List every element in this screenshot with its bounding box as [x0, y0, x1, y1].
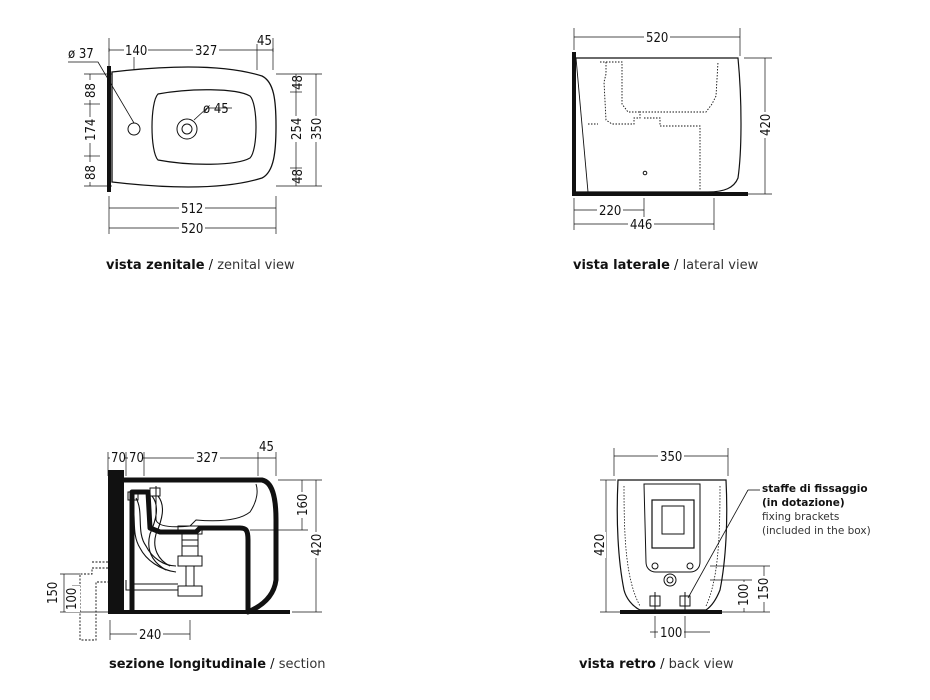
dim-top-140: 140 — [125, 44, 147, 59]
back-view — [600, 448, 770, 638]
lateral-view — [572, 28, 772, 230]
caption-zenital-it: vista zenitale — [106, 258, 205, 273]
dim-back-left-420: 420 — [593, 534, 608, 556]
section-dimension-labels: 70 70 327 45 160 420 150 100 240 — [46, 440, 325, 643]
back-dimension-labels: 350 420 100 150 100 — [592, 449, 772, 641]
dim-back-right-150: 150 — [757, 578, 772, 600]
caption-lateral-view: vista laterale / lateral view — [573, 258, 759, 273]
note-it-line2: (in dotazione) — [762, 497, 845, 509]
dim-section-top-70a: 70 — [111, 451, 126, 466]
dim-right-48a: 48 — [291, 75, 306, 90]
fixing-brackets-note: staffe di fissaggio (in dotazione) fixin… — [762, 482, 871, 538]
caption-zenital-view: vista zenitale / zenital view — [106, 258, 295, 273]
caption-section-view: sezione longitudinale / section — [109, 657, 326, 672]
zenital-dimension-labels: ø 37 ø 45 140 327 45 88 174 88 48 254 48… — [68, 34, 325, 237]
caption-back-en: back view — [668, 657, 734, 672]
dim-top-327: 327 — [195, 44, 217, 59]
caption-lateral-it: vista laterale — [573, 258, 670, 273]
dim-section-top-70b: 70 — [129, 451, 144, 466]
dim-lateral-bottom-446: 446 — [630, 218, 652, 233]
dim-back-bottom-100: 100 — [660, 626, 682, 641]
dim-right-48b: 48 — [291, 169, 306, 184]
note-en-line2: (included in the box) — [762, 525, 871, 537]
dim-section-top-327: 327 — [196, 451, 218, 466]
caption-lateral-en: lateral view — [682, 258, 759, 273]
dim-right-254: 254 — [290, 118, 305, 140]
caption-back-view: vista retro / back view — [579, 657, 734, 672]
dim-left-88b: 88 — [84, 165, 99, 180]
dim-section-top-45: 45 — [259, 440, 274, 455]
caption-back-it: vista retro — [579, 657, 656, 672]
dim-section-left-100: 100 — [65, 588, 80, 610]
dim-drain: ø 45 — [203, 102, 229, 117]
dim-section-right-160: 160 — [296, 494, 311, 516]
dim-top-45: 45 — [257, 34, 272, 49]
dim-lateral-bottom-220: 220 — [599, 204, 621, 219]
dim-left-174: 174 — [84, 119, 99, 141]
caption-section-en: section — [278, 657, 326, 672]
dim-lateral-right-420: 420 — [759, 114, 774, 136]
dim-section-right-420: 420 — [310, 534, 325, 556]
dim-section-bottom-240: 240 — [139, 628, 161, 643]
lateral-dimension-labels: 520 420 220 446 — [597, 30, 774, 233]
dim-right-350: 350 — [310, 118, 325, 140]
dim-back-top-350: 350 — [660, 450, 682, 465]
caption-section-it: sezione longitudinale — [109, 657, 267, 672]
dim-section-left-150: 150 — [46, 582, 61, 604]
dim-lateral-top-520: 520 — [646, 31, 668, 46]
dim-bottom-512: 512 — [181, 202, 203, 217]
note-it-line1: staffe di fissaggio — [762, 483, 868, 495]
dim-bottom-520: 520 — [181, 222, 203, 237]
dim-back-right-100: 100 — [737, 584, 752, 606]
note-en-line1: fixing brackets — [762, 511, 840, 523]
dim-left-88a: 88 — [84, 83, 99, 98]
caption-zenital-en: zenital view — [217, 258, 295, 273]
dim-tap-hole: ø 37 — [68, 47, 94, 62]
section-view — [60, 452, 322, 641]
